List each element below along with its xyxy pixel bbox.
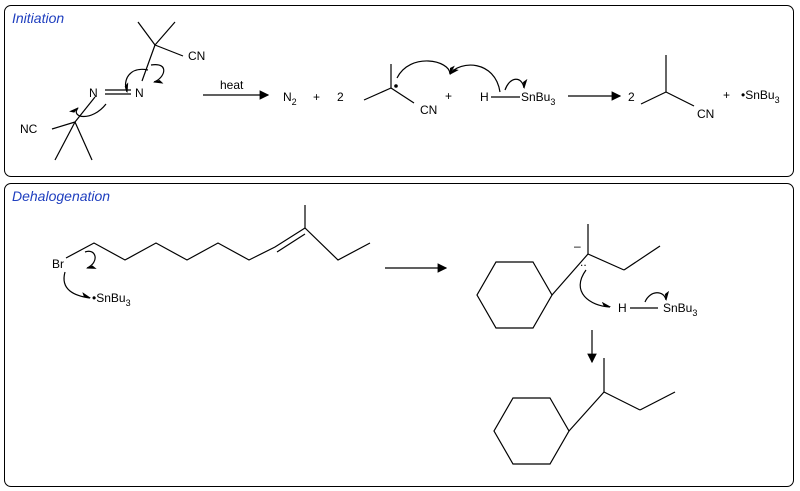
sec-butylcyclohexane-product (493, 358, 676, 465)
isobutyronitrile-product (640, 55, 695, 107)
n2-label: N2 (283, 90, 297, 107)
cn-label-radical: CN (420, 103, 437, 117)
alkyl-bromide (65, 205, 371, 261)
homolysis-arrow-top (124, 68, 149, 94)
nc-label: NC (20, 122, 38, 136)
snbu3-label-2: SnBu3 (663, 301, 697, 318)
lone-pair-dots: .. (580, 255, 587, 269)
initiation-title: Initiation (12, 10, 65, 26)
cn-label-product: CN (697, 107, 714, 121)
dehalogenation-panel: Dehalogenation (4, 183, 794, 487)
radical-attack-arrow (396, 60, 455, 79)
snbu3-radical-dehal: •SnBu3 (92, 291, 131, 308)
h-atom-2: H (618, 301, 627, 315)
snbu3-label-1: SnBu3 (521, 90, 555, 107)
coef-2-second: 2 (628, 90, 635, 104)
homolysis-arrow-bottom (69, 103, 107, 118)
c-br-cleavage-arrow (84, 250, 97, 269)
h-atom-1: H (480, 90, 489, 104)
plus-3: + (723, 88, 730, 102)
snbu3-radical-label: •SnBu3 (741, 88, 780, 105)
initiation-panel: Initiation (4, 5, 794, 177)
plus-2: + (445, 89, 452, 103)
homolysis-arrow-top-2 (150, 64, 165, 84)
br-label: Br (52, 257, 64, 271)
carbanion-minus: – (574, 239, 581, 253)
n-atom-right: N (135, 86, 144, 100)
n-atom-left: N (89, 86, 98, 100)
coef-2-first: 2 (337, 90, 344, 104)
br-abstraction-arrow (63, 271, 92, 299)
h-abstraction-arrow (579, 269, 612, 308)
cyclohexyl-radical (476, 224, 661, 329)
radical-intermediate (363, 64, 415, 104)
sn-radical-release-arrow (644, 290, 670, 303)
plus-1: + (313, 90, 320, 104)
hydrogen-transfer-arrow (449, 64, 501, 93)
cn-label-top: CN (188, 49, 205, 63)
heat-label: heat (220, 78, 244, 92)
tin-radical-arrow (504, 78, 528, 91)
dehalogenation-title: Dehalogenation (12, 188, 111, 204)
aibn-molecule (51, 21, 184, 161)
